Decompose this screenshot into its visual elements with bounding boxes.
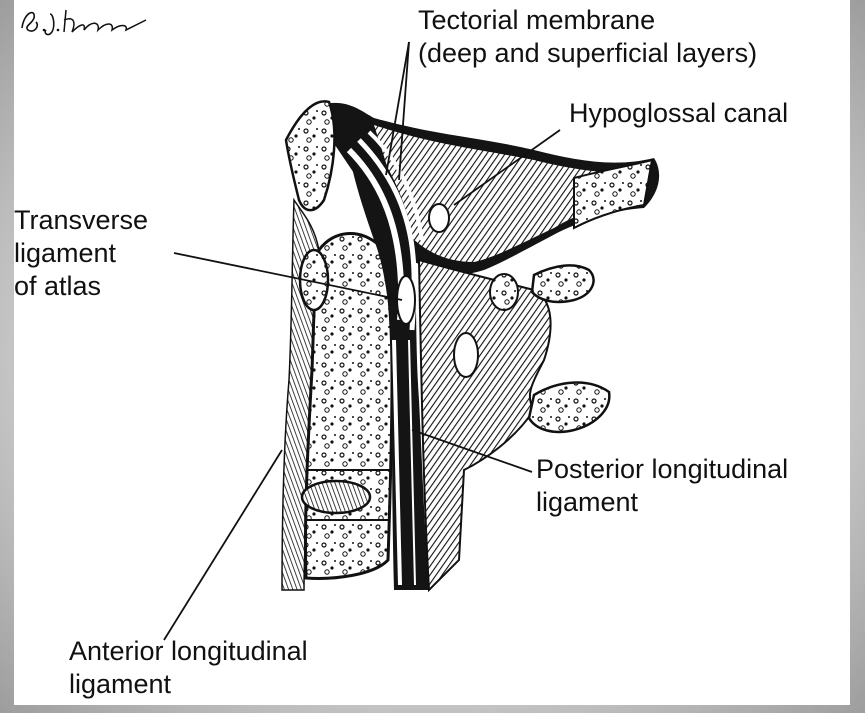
posterior-elements bbox=[419, 260, 551, 590]
label-line: Tectorial membrane bbox=[418, 4, 757, 37]
label-transverse-ligament: Transverse ligament of atlas bbox=[14, 204, 148, 303]
clivus bbox=[286, 101, 334, 210]
label-line: ligament bbox=[69, 668, 308, 701]
anatomy-figure: Tectorial membrane (deep and superficial… bbox=[14, 0, 850, 705]
label-line: Transverse bbox=[14, 204, 148, 237]
label-hypoglossal-canal: Hypoglossal canal bbox=[569, 97, 788, 130]
label-line: (deep and superficial layers) bbox=[418, 37, 757, 70]
label-posterior-longitudinal-ligament: Posterior longitudinal ligament bbox=[536, 453, 788, 519]
hypoglossal-opening bbox=[429, 204, 449, 232]
posterior-arch-atlas bbox=[532, 265, 594, 302]
leader-anterior bbox=[164, 450, 282, 640]
label-anterior-longitudinal-ligament: Anterior longitudinal ligament bbox=[69, 635, 308, 701]
label-tectorial-membrane: Tectorial membrane (deep and superficial… bbox=[418, 4, 757, 70]
label-line: ligament bbox=[14, 237, 148, 270]
label-line: of atlas bbox=[14, 270, 148, 303]
spinous-process-c2 bbox=[529, 383, 609, 432]
label-line: Hypoglossal canal bbox=[569, 97, 788, 130]
label-line: Posterior longitudinal bbox=[536, 453, 788, 486]
label-line: ligament bbox=[536, 486, 788, 519]
intervertebral-disc bbox=[302, 481, 370, 513]
artist-signature bbox=[14, 0, 154, 40]
label-line: Anterior longitudinal bbox=[69, 635, 308, 668]
